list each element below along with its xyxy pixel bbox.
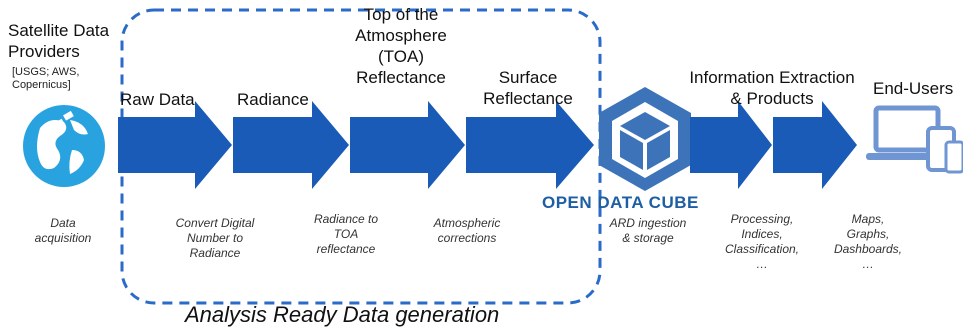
desc-line: Atmospheric (433, 216, 501, 230)
toa-title-line: (TOA) (378, 47, 424, 66)
providers-sources: [USGS; AWS, Copernicus] (12, 66, 122, 92)
cube-icon (599, 87, 691, 191)
desc-line: Maps, (851, 212, 885, 226)
desc-line: reflectance (316, 242, 376, 256)
desc-line: TOA (333, 227, 359, 241)
desc-radiance-to-toa: Radiance to TOA reflectance (296, 212, 396, 257)
toa-title-line: Top of the (363, 5, 439, 24)
providers-title-line2: Providers (8, 42, 80, 61)
stage-title-radiance: Radiance (237, 90, 309, 109)
providers-title-line1: Satellite Data (8, 21, 110, 40)
desc-maps-graphs: Maps, Graphs, Dashboards, … (818, 212, 918, 272)
desc-line: … (756, 257, 768, 271)
arrow-surface-reflectance (466, 101, 594, 189)
stage-title-surface-reflectance: Surface Reflectance (472, 67, 584, 109)
extraction-title-line: & Products (730, 89, 814, 108)
arrow-products (773, 101, 857, 189)
desc-line: Graphs, (846, 227, 890, 241)
desc-line: Indices, (741, 227, 783, 241)
desc-line: acquisition (34, 231, 92, 245)
desc-processing: Processing, Indices, Classification, … (712, 212, 812, 272)
desc-line: & storage (622, 231, 674, 245)
desc-line: Radiance (189, 246, 241, 260)
stage-title-raw-data: Raw Data (120, 90, 195, 109)
desc-line: Convert Digital (175, 216, 255, 230)
arrow-toa-reflectance (350, 101, 465, 189)
end-users-title: End-Users (873, 79, 954, 98)
extraction-title: Information Extraction & Products (672, 67, 872, 109)
desc-line: Classification, (724, 242, 800, 256)
desc-line: Number to (186, 231, 244, 245)
desc-line: Dashboards, (833, 242, 903, 256)
toa-title-line: Reflectance (356, 68, 446, 87)
providers-sources-line2: Copernicus] (12, 79, 71, 91)
desc-line: Processing, (730, 212, 794, 226)
ard-generation-label: Analysis Ready Data generation (185, 302, 500, 327)
satellite-earth-icon (23, 105, 105, 187)
desc-line: corrections (437, 231, 497, 245)
desc-line: ARD ingestion (609, 216, 687, 230)
desc-data-acquisition: Data acquisition (18, 216, 108, 246)
surface-title-line: Reflectance (483, 89, 573, 108)
extraction-title-line: Information Extraction (689, 68, 855, 87)
desc-line: Data (50, 216, 76, 230)
desc-line: Radiance to (313, 212, 379, 226)
desc-line: … (862, 257, 874, 271)
arrow-raw-data (118, 101, 232, 189)
desc-atmospheric-corrections: Atmospheric corrections (412, 216, 522, 246)
devices-icon (866, 105, 963, 174)
desc-convert-dn: Convert Digital Number to Radiance (160, 216, 270, 261)
providers-sources-line1: [USGS; AWS, (12, 66, 80, 78)
providers-title: Satellite Data Providers (8, 20, 128, 62)
odc-label: OPEN DATA CUBE (542, 193, 699, 212)
arrow-information-extraction (690, 101, 772, 189)
desc-ard-ingestion: ARD ingestion & storage (598, 216, 698, 246)
surface-title-line: Surface (498, 68, 558, 87)
arrow-radiance (233, 101, 349, 189)
stage-title-toa-reflectance: Top of the Atmosphere (TOA) Reflectance (345, 4, 457, 88)
toa-title-line: Atmosphere (355, 26, 447, 45)
